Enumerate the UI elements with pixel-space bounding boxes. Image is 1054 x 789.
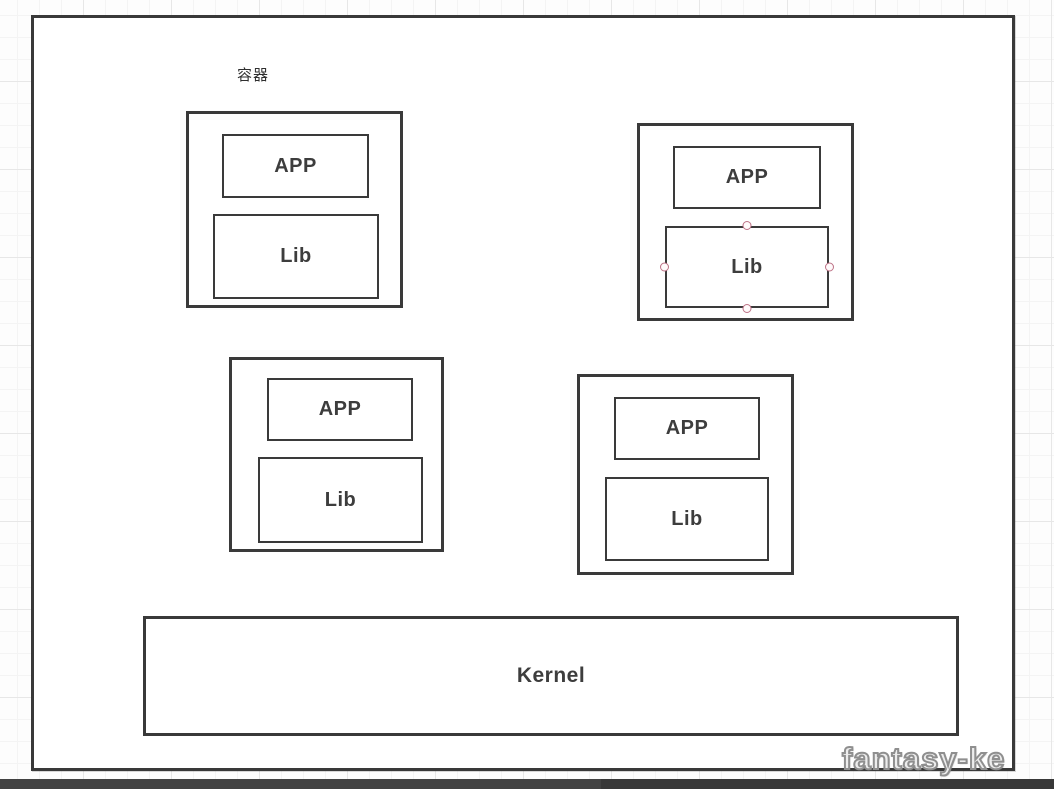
kernel-box[interactable]: Kernel [143, 616, 959, 736]
container-2-lib-label: Lib [731, 255, 763, 278]
container-4-lib-box[interactable]: Lib [605, 477, 769, 561]
containers-group-box[interactable]: 容器 APP Lib APP Lib [31, 15, 1015, 771]
watermark-fantasy-ke: fantasy-ke [841, 740, 1006, 777]
container-3-lib-label: Lib [324, 488, 357, 511]
bottom-dark-bar [0, 779, 1054, 789]
container-4-app-box[interactable]: APP [614, 397, 760, 460]
container-4-app-label: APP [665, 417, 709, 439]
container-2-app-label: APP [725, 166, 769, 188]
container-2-app-box[interactable]: APP [673, 146, 821, 209]
connection-handle-left-icon[interactable] [660, 262, 669, 272]
container-1-lib-label: Lib [280, 245, 312, 267]
group-label-rongqi: 容器 [237, 67, 270, 84]
container-1-lib-box[interactable]: Lib [213, 214, 379, 299]
container-3-app-box[interactable]: APP [267, 378, 413, 441]
container-3-lib-box[interactable]: Lib [258, 457, 423, 543]
container-1-app-label: APP [274, 154, 317, 177]
container-4-lib-label: Lib [671, 507, 703, 530]
connection-handle-right-icon[interactable] [825, 262, 834, 272]
container-4-box[interactable]: APP Lib [577, 374, 794, 575]
connection-handle-top-icon[interactable] [742, 221, 752, 230]
container-3-app-label: APP [318, 398, 362, 420]
container-1-app-box[interactable]: APP [222, 134, 369, 198]
connection-handle-bottom-icon[interactable] [742, 304, 752, 313]
container-3-box[interactable]: APP Lib [229, 357, 444, 552]
container-2-box[interactable]: APP Lib [637, 123, 854, 321]
container-1-box[interactable]: APP Lib [186, 111, 403, 308]
kernel-label: Kernel [516, 664, 586, 687]
container-2-lib-box-selected[interactable]: Lib [660, 221, 834, 313]
